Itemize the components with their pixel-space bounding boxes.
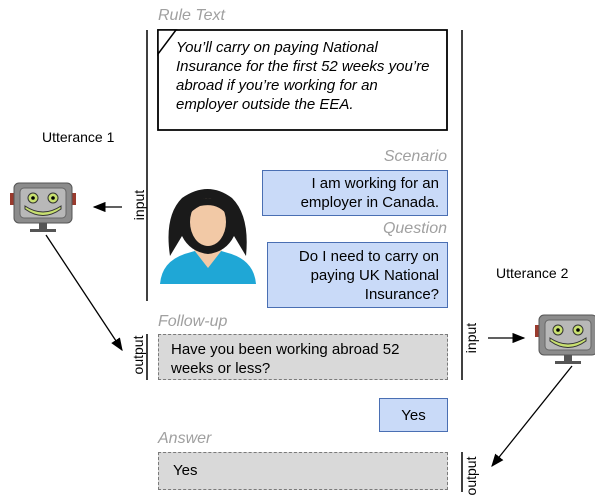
question-text: Do I need to carry on paying UK National… [298,248,439,303]
input-label-left: input [131,189,147,221]
utterance-2-label: Utterance 2 [496,265,569,281]
rule-text-content: You’ll carry on paying National Insuranc… [176,39,430,113]
robot-2-icon [535,314,595,364]
answer-label: Answer [158,430,212,447]
arrow-robot-1-to-output [45,234,123,352]
robot-1-icon [10,182,76,232]
question-label: Question [382,220,447,237]
answer-bubble: Yes [158,452,448,490]
followup-bubble: Have you been working abroad 52 weeks or… [158,334,448,380]
scenario-label: Scenario [383,148,447,165]
answer-text: Yes [173,462,198,479]
scenario-text: I am working for an employer in Canada. [300,175,439,211]
question-bubble: Do I need to carry on paying UK National… [267,242,448,308]
scenario-bubble: I am working for an employer in Canada. [262,170,448,216]
reply-text: Yes [401,407,426,424]
rule-text-box [157,29,448,131]
reply-bubble: Yes [379,398,448,432]
followup-text: Have you been working abroad 52 weeks or… [171,341,400,377]
output-label-right: output [463,456,479,496]
arrow-robot-2-to-output [491,365,573,468]
utterance-1-label: Utterance 1 [42,129,115,145]
rule-text-label: Rule Text [158,7,225,24]
output-label-left: output [130,335,146,375]
person-icon [160,189,256,284]
followup-label: Follow-up [158,313,228,330]
input-label-right: input [463,322,479,354]
